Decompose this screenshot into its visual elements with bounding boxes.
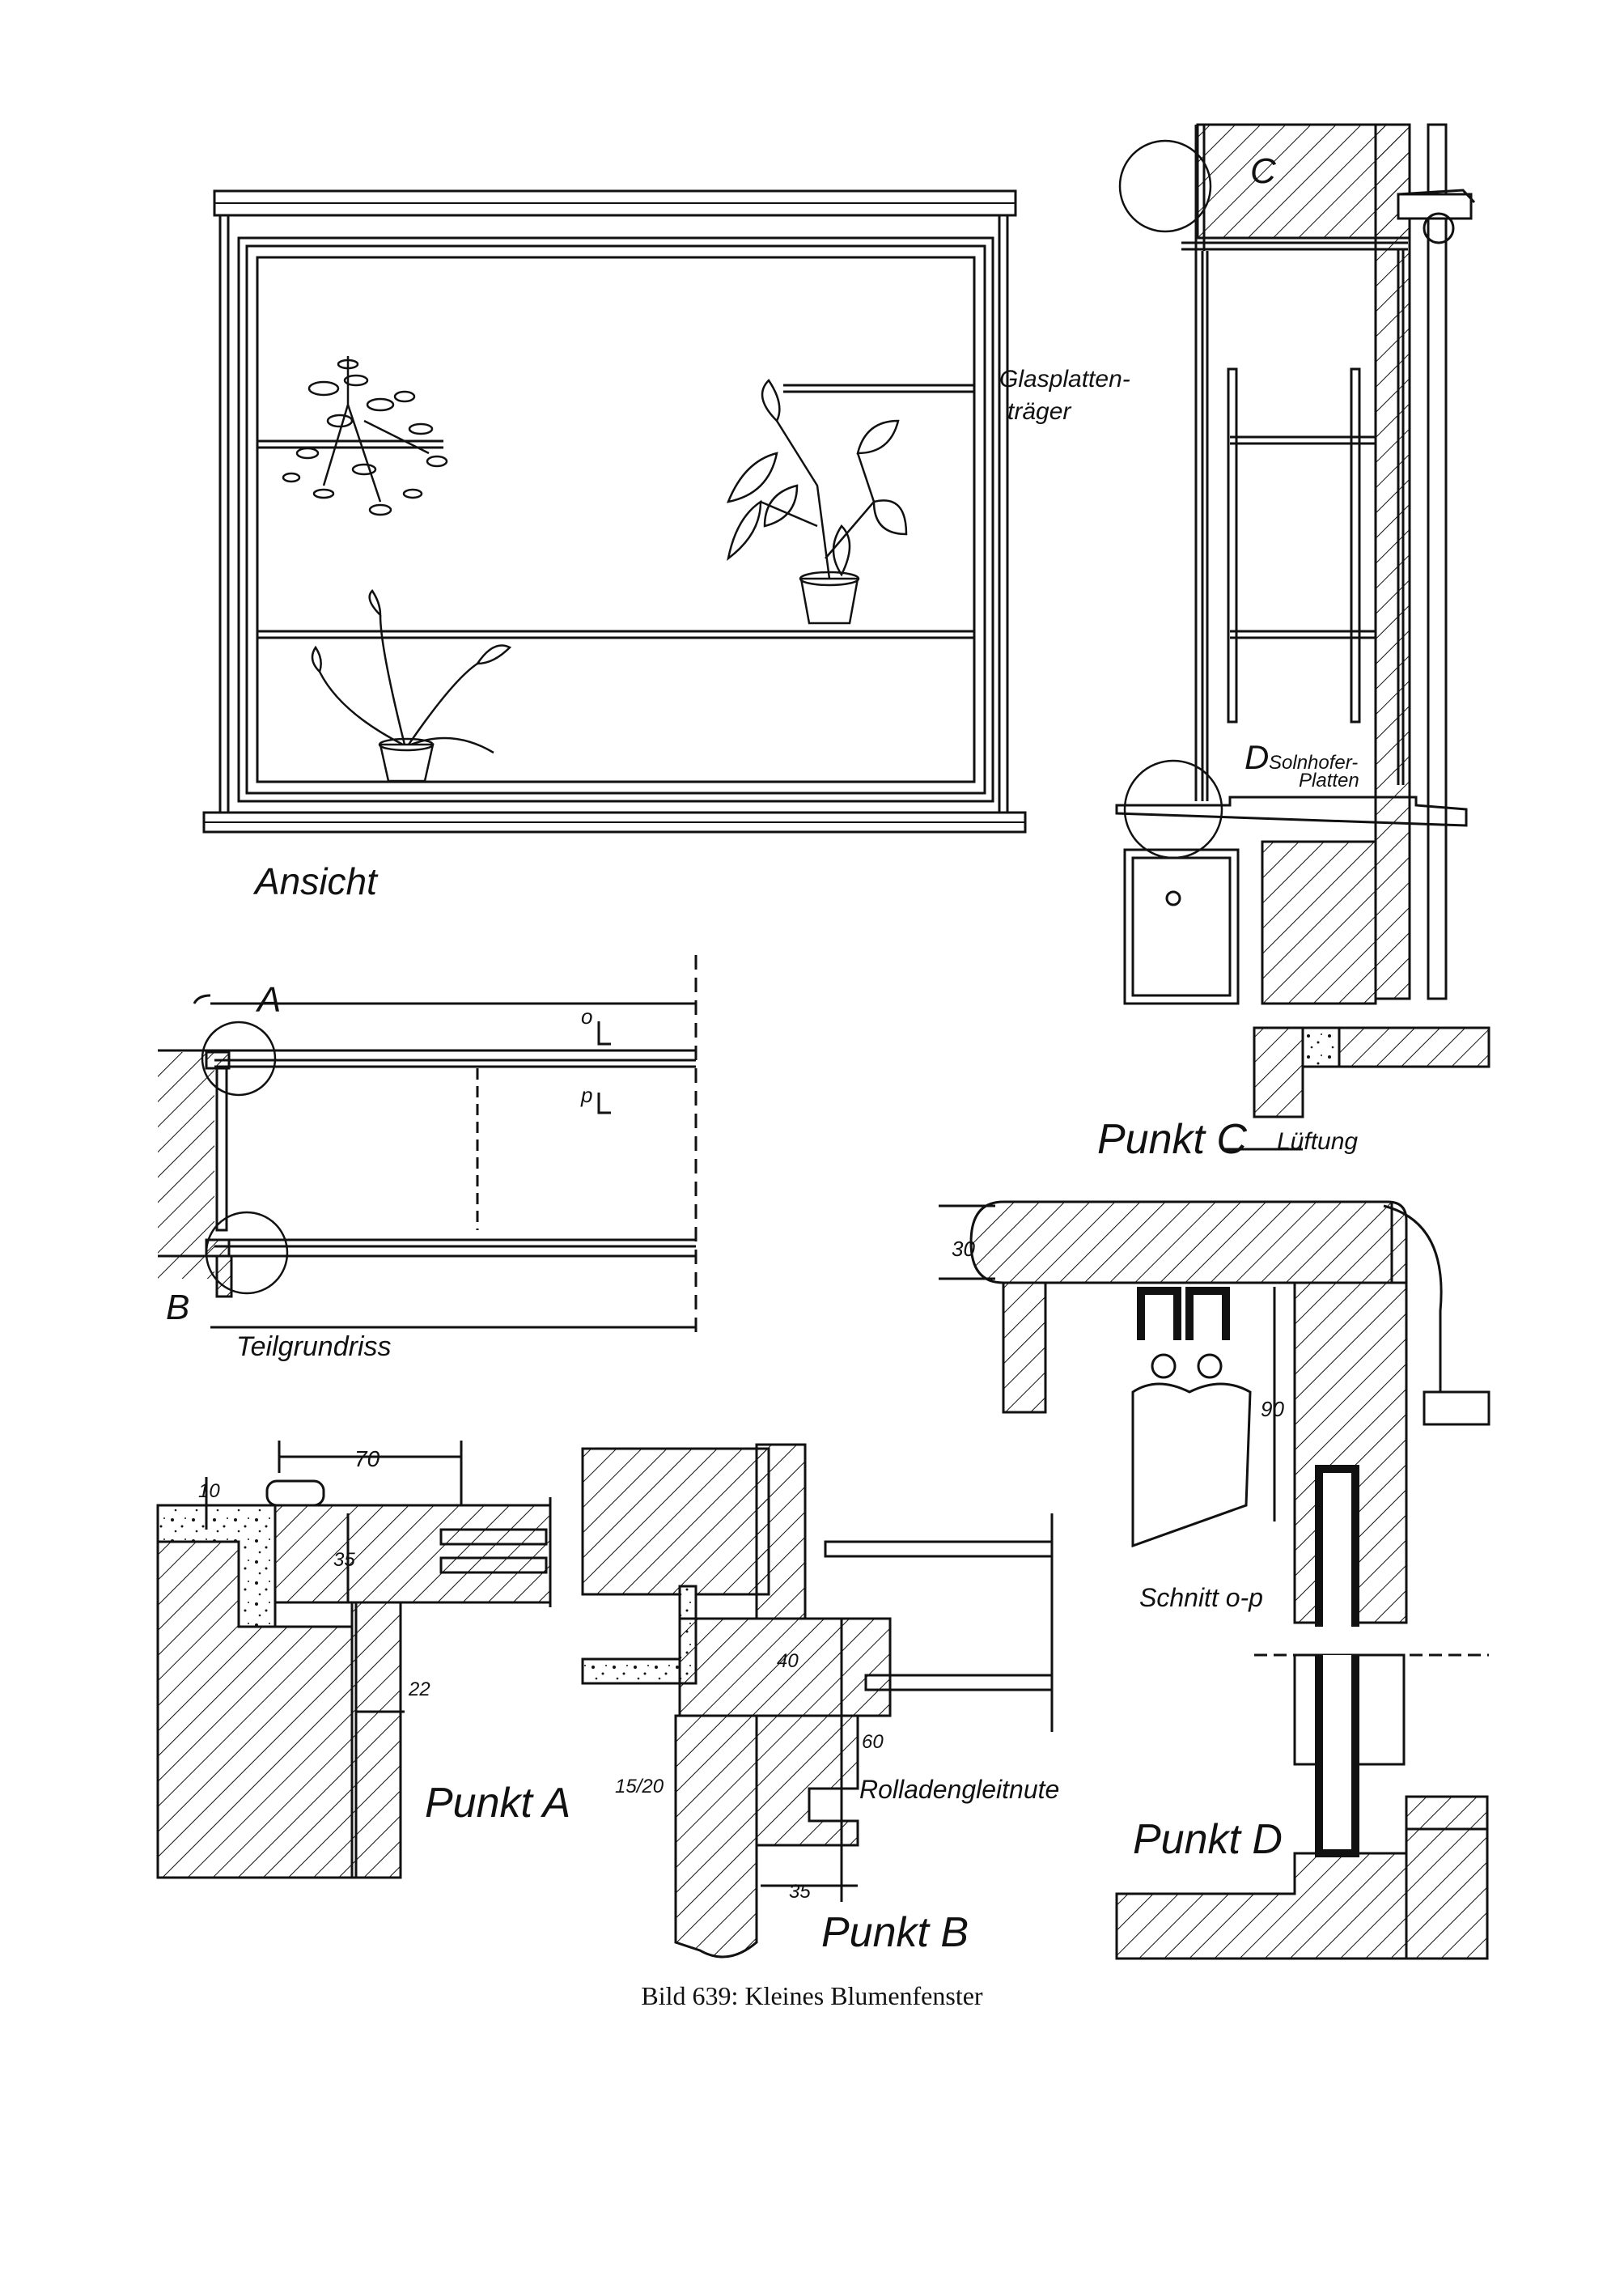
punkt-d-detail [1115, 1653, 1489, 1960]
dim-a-35: 35 [333, 1549, 355, 1571]
dim-c-90: 90 [1261, 1397, 1284, 1421]
marker-b-plan: B [166, 1288, 189, 1327]
dim-a-10: 10 [198, 1480, 220, 1502]
dim-a-70: 70 [354, 1446, 380, 1471]
glasplatten-label-line2: träger [1007, 398, 1071, 425]
ansicht-title: Ansicht [252, 860, 379, 902]
punkt-a-detail [156, 1441, 552, 1879]
punkt-d-title: Punkt D [1133, 1816, 1283, 1863]
ansicht-elevation [202, 189, 1027, 834]
vertical-section [1115, 123, 1476, 1005]
dim-c-30: 30 [952, 1237, 975, 1261]
marker-c-section: C [1250, 151, 1277, 191]
punkt-c-detail [939, 1026, 1490, 1627]
hanging-plant-icon [282, 356, 448, 516]
marker-a-plan: A [255, 980, 281, 1020]
marker-p: p [580, 1083, 592, 1107]
dim-b-60: 60 [862, 1731, 884, 1753]
dim-b-1520: 15/20 [615, 1776, 664, 1797]
marker-d-section: D [1245, 738, 1269, 776]
punkt-b-detail [581, 1443, 1054, 1959]
solnhofer-label-line1: Solnhofer- [1269, 752, 1358, 774]
rolladengleitnute-label: Rolladengleitnute [859, 1775, 1059, 1804]
potted-plant-right-icon [726, 379, 908, 625]
punkt-b-title: Punkt B [821, 1909, 969, 1956]
solnhofer-label-line2: Platten [1299, 770, 1359, 791]
marker-o: o [581, 1004, 592, 1029]
dim-b-40: 40 [777, 1650, 799, 1672]
punkt-a-title: Punkt A [425, 1780, 570, 1827]
glasplatten-label-line1: Glasplatten- [999, 366, 1130, 393]
figure-caption: Bild 639: Kleines Blumenfenster [641, 1981, 983, 2010]
punkt-c-title: Punkt C [1097, 1116, 1247, 1163]
dim-b-35: 35 [789, 1881, 811, 1903]
schnitt-op-title: Schnitt o-p [1139, 1583, 1263, 1612]
teilgrundriss-title: Teilgrundriss [236, 1331, 392, 1362]
potted-plant-left-icon [311, 589, 512, 783]
teilgrundriss-plan [158, 955, 698, 1335]
lueftung-label: Lüftung [1277, 1128, 1358, 1155]
dim-a-22: 22 [408, 1678, 430, 1700]
